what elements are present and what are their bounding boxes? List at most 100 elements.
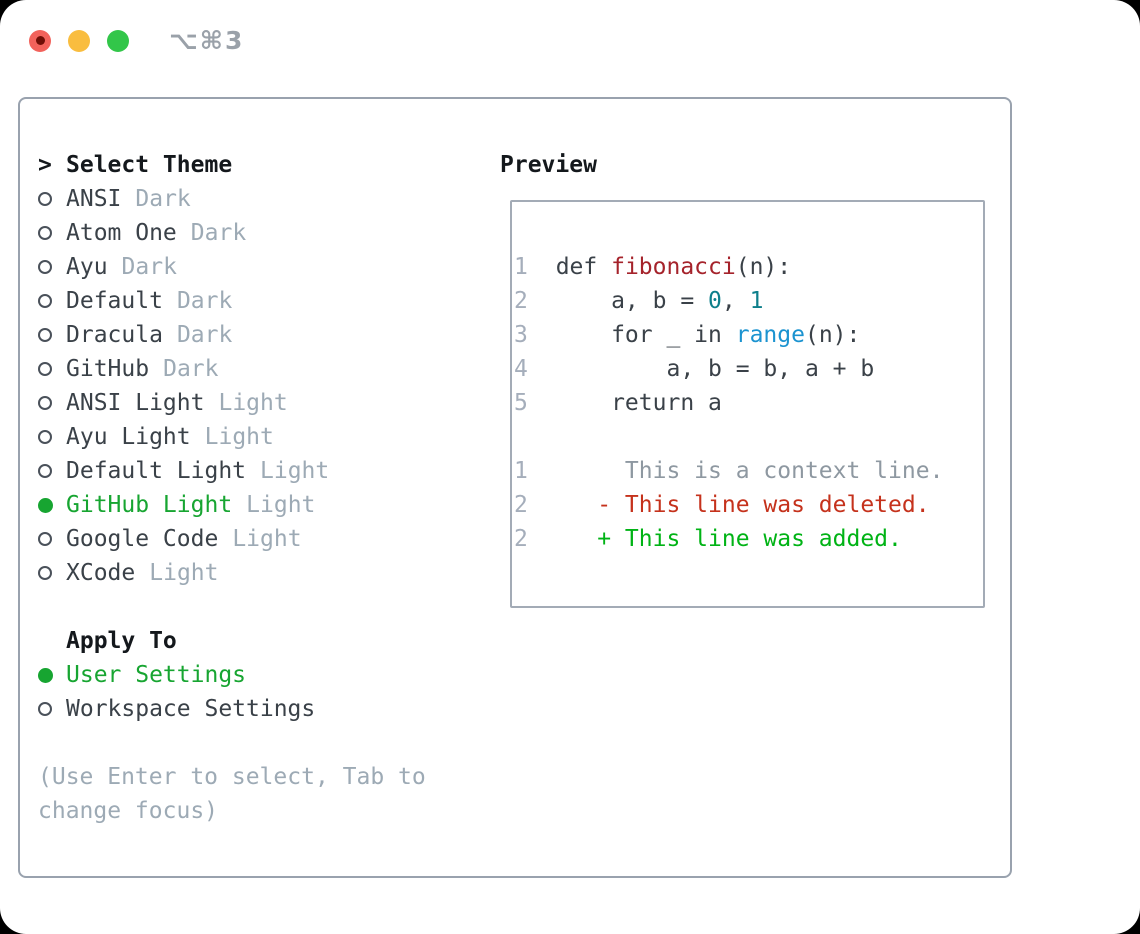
- theme-picker: > Select Theme ANSI Dark Atom One Dark A…: [38, 148, 426, 828]
- line-number: 4: [514, 356, 528, 382]
- line-number: 1: [514, 458, 528, 484]
- select-theme-title: Select Theme: [66, 152, 233, 178]
- theme-option-atom-one-dark[interactable]: Atom One Dark: [38, 216, 426, 250]
- apply-to-label: Workspace Settings: [66, 696, 316, 722]
- line-number: 1: [514, 254, 528, 280]
- code-token: (n):: [735, 254, 792, 280]
- theme-option-ansi-dark[interactable]: ANSI Dark: [38, 182, 426, 216]
- apply-to-title: Apply To: [66, 628, 177, 654]
- apply-to-option-user-settings[interactable]: User Settings: [38, 658, 426, 692]
- radio-unselected-icon: [38, 328, 52, 342]
- preview-header: Preview: [500, 148, 985, 182]
- theme-name: Default Light: [66, 458, 247, 484]
- hint-line-1: (Use Enter to select, Tab to: [38, 764, 426, 790]
- line-number: 2: [514, 288, 528, 314]
- theme-name: ANSI Light: [66, 390, 205, 416]
- theme-variant: Dark: [190, 220, 247, 246]
- minimize-button[interactable]: [68, 29, 90, 52]
- close-button[interactable]: [29, 29, 51, 52]
- unsaved-indicator-dot: [35, 36, 45, 45]
- theme-variant: Dark: [121, 254, 177, 280]
- theme-option-ayu-dark[interactable]: Ayu Dark: [38, 250, 426, 284]
- radio-selected-icon: [38, 667, 53, 683]
- hint-line-2: change focus): [38, 798, 219, 824]
- code-token: a, b = b, a + b: [528, 356, 875, 382]
- theme-name: XCode: [66, 560, 136, 586]
- titlebar: ⌥⌘3: [29, 26, 244, 55]
- code-line: 4 a, b = b, a + b: [514, 352, 983, 386]
- radio-unselected-icon: [38, 430, 52, 444]
- theme-option-xcode-light[interactable]: XCode Light: [38, 556, 426, 590]
- code-line: 3 for _ in range (n):: [514, 318, 983, 352]
- radio-unselected-icon: [38, 532, 52, 546]
- line-number: 2: [514, 526, 528, 552]
- diff-added-line: 2 + This line was added.: [514, 522, 983, 556]
- spacer: [38, 590, 426, 624]
- theme-name: ANSI: [66, 186, 122, 212]
- line-number: 2: [514, 492, 528, 518]
- theme-variant: Dark: [176, 322, 233, 348]
- radio-unselected-icon: [38, 294, 52, 308]
- theme-option-default-dark[interactable]: Default Dark: [38, 284, 426, 318]
- number-literal-token: 1: [749, 288, 764, 314]
- theme-variant: Dark: [176, 288, 233, 314]
- zoom-button[interactable]: [107, 29, 129, 52]
- diff-deleted-line: 2 - This line was deleted.: [514, 488, 983, 522]
- function-name-token: fibonacci: [611, 254, 736, 280]
- code-line: 1 def fibonacci (n):: [514, 250, 983, 284]
- theme-option-default-light[interactable]: Default Light Light: [38, 454, 426, 488]
- code-token: a, b =: [528, 288, 709, 314]
- theme-variant: Light: [260, 458, 330, 484]
- theme-name: Ayu: [66, 254, 108, 280]
- select-theme-header: > Select Theme: [38, 148, 426, 182]
- line-number: 3: [514, 322, 528, 348]
- radio-unselected-icon: [38, 464, 52, 478]
- theme-name: Google Code: [66, 526, 219, 552]
- radio-unselected-icon: [38, 362, 52, 376]
- diff-context-line: 1 This is a context line.: [514, 454, 983, 488]
- theme-option-ayu-light[interactable]: Ayu Light Light: [38, 420, 426, 454]
- theme-option-dracula-dark[interactable]: Dracula Dark: [38, 318, 426, 352]
- theme-name: GitHub: [66, 356, 150, 382]
- main-panel: > Select Theme ANSI Dark Atom One Dark A…: [18, 97, 1012, 878]
- apply-to-header: Apply To: [38, 624, 426, 658]
- radio-unselected-icon: [38, 260, 52, 274]
- theme-option-ansi-light[interactable]: ANSI Light Light: [38, 386, 426, 420]
- radio-unselected-icon: [38, 192, 52, 206]
- code-token: for _ in: [528, 322, 736, 348]
- preview-title: Preview: [500, 152, 597, 178]
- radio-unselected-icon: [38, 396, 52, 410]
- code-token: return a: [528, 390, 722, 416]
- radio-selected-icon: [38, 497, 53, 513]
- theme-name: Ayu Light: [66, 424, 191, 450]
- spacer: [38, 726, 426, 760]
- line-number: 5: [514, 390, 528, 416]
- theme-variant: Light: [218, 390, 288, 416]
- theme-variant: Light: [246, 492, 316, 518]
- apply-to-option-workspace-settings[interactable]: Workspace Settings: [38, 692, 426, 726]
- builtin-token: range: [735, 322, 805, 348]
- theme-name: GitHub Light: [66, 492, 233, 518]
- window-shortcut-label: ⌥⌘3: [169, 26, 245, 55]
- blank-line: [514, 420, 983, 454]
- theme-variant: Light: [204, 424, 274, 450]
- code-line: 2 a, b = 0 , 1: [514, 284, 983, 318]
- preview-box: 1 def fibonacci (n): 2 a, b = 0 , 1 3 fo…: [510, 200, 985, 608]
- radio-unselected-icon: [38, 226, 52, 240]
- added-text: + This line was added.: [528, 526, 902, 552]
- theme-variant: Dark: [135, 186, 191, 212]
- code-line: 5 return a: [514, 386, 983, 420]
- theme-name: Atom One: [66, 220, 177, 246]
- theme-option-github-dark[interactable]: GitHub Dark: [38, 352, 426, 386]
- theme-name: Dracula: [66, 322, 163, 348]
- radio-unselected-icon: [38, 566, 52, 580]
- code-token: (n):: [804, 322, 861, 348]
- number-literal-token: 0: [708, 288, 722, 314]
- code-token: def: [528, 254, 612, 280]
- theme-option-google-code-light[interactable]: Google Code Light: [38, 522, 426, 556]
- code-token: ,: [721, 288, 750, 314]
- radio-unselected-icon: [38, 702, 52, 716]
- theme-option-github-light[interactable]: GitHub Light Light: [38, 488, 426, 522]
- theme-variant: Light: [149, 560, 219, 586]
